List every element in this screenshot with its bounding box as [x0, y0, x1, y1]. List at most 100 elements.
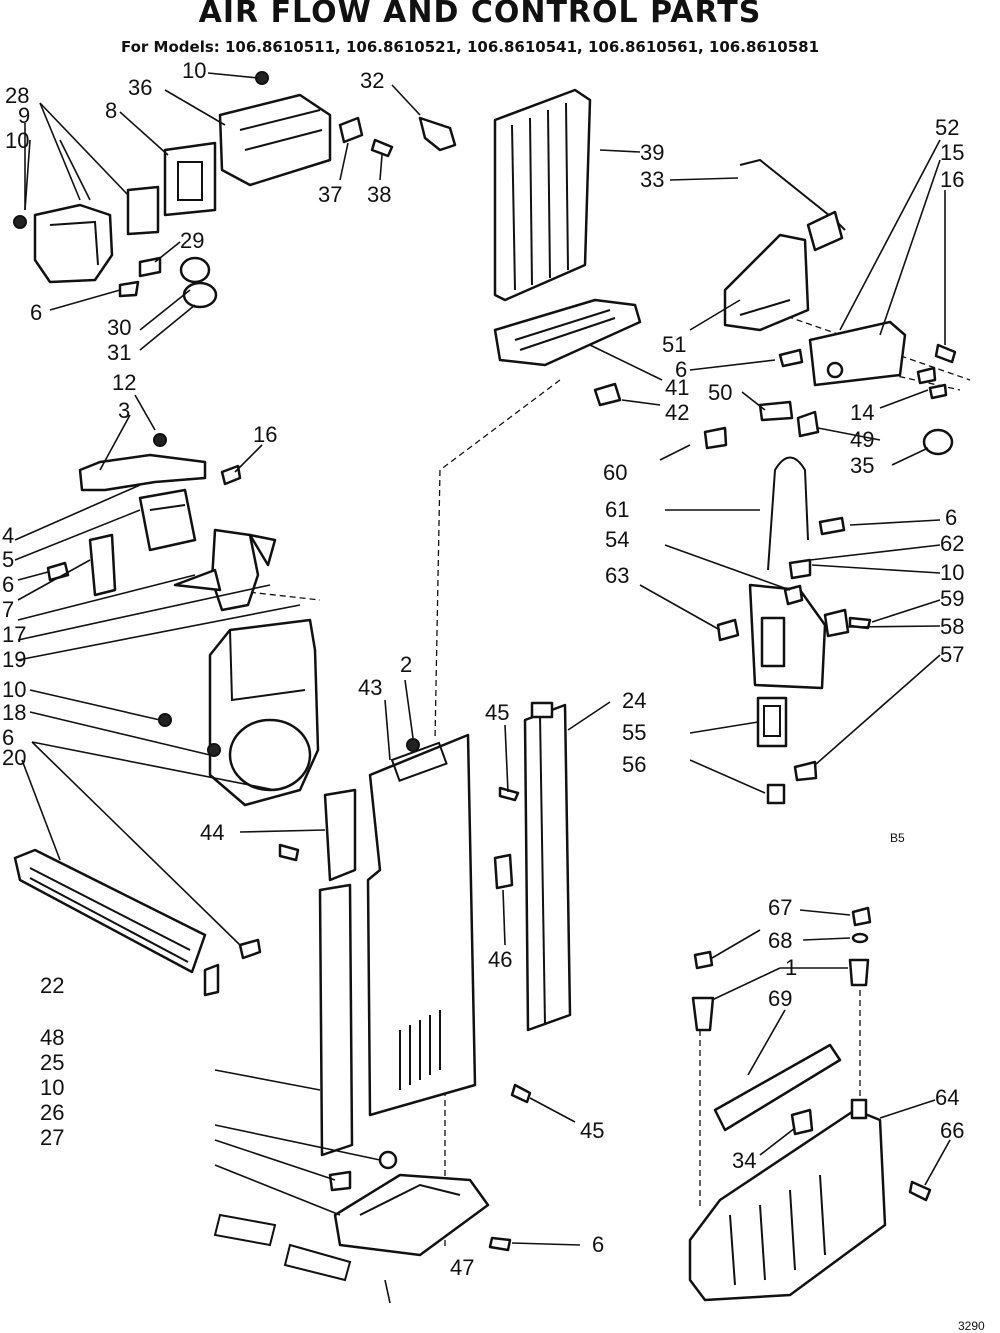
fittings-29-31 [118, 256, 218, 309]
switch-55-56 [756, 696, 818, 805]
model-list: For Models: 106.8610511, 106.8610521, 10… [121, 38, 819, 56]
callout-60: 60 [603, 460, 627, 485]
callout-38: 38 [367, 182, 391, 207]
bracket-32 [418, 116, 457, 152]
screw-38 [370, 138, 394, 158]
motor-bracket-3 [78, 433, 242, 492]
tube-61 [767, 456, 809, 571]
callout-62: 62 [940, 531, 964, 556]
callout-14: 14 [850, 400, 874, 425]
callout-labels: 28 9 10 36 10 8 32 37 38 29 6 30 31 12 3… [2, 58, 964, 1280]
callout-20: 20 [2, 745, 26, 770]
callout-35: 35 [850, 453, 874, 478]
callout-18: 18 [2, 700, 26, 725]
callout-10: 10 [2, 677, 26, 702]
callout-68: 68 [768, 928, 792, 953]
callout-7: 7 [2, 597, 14, 622]
control-housing-36 [218, 71, 332, 187]
callout-10: 10 [40, 1075, 64, 1100]
callout-5: 5 [2, 547, 14, 572]
callout-26: 26 [40, 1100, 64, 1125]
knob-37 [338, 116, 364, 144]
callout-46: 46 [488, 947, 512, 972]
rod-33 [739, 158, 846, 252]
callout-43: 43 [358, 675, 382, 700]
callout-49: 49 [850, 427, 874, 452]
callout-66: 66 [940, 1118, 964, 1143]
callout-22: 22 [40, 973, 64, 998]
callout-56: 56 [622, 752, 646, 777]
callout-4: 4 [2, 523, 14, 548]
duct-base-41 [493, 298, 642, 367]
callout-25: 25 [40, 1050, 64, 1075]
callout-51: 51 [662, 332, 686, 357]
callout-28: 28 [5, 83, 29, 108]
lamp-tube-69 [713, 1043, 842, 1132]
callout-33: 33 [640, 167, 664, 192]
divider-panel-43 [366, 733, 520, 1117]
callout-54: 54 [605, 527, 629, 552]
callout-41: 41 [665, 375, 689, 400]
callout-59: 59 [940, 586, 964, 611]
control-box-54 [716, 516, 872, 690]
thermostat-parts [703, 366, 954, 456]
callout-6: 6 [30, 300, 42, 325]
callout-44: 44 [200, 820, 224, 845]
callout-45: 45 [580, 1118, 604, 1143]
callout-32: 32 [360, 68, 384, 93]
fan-motor-5 [46, 488, 197, 597]
callout-45: 45 [485, 700, 509, 725]
diagram-title: AIR FLOW AND CONTROL PARTS [199, 0, 762, 30]
callout-12: 12 [112, 370, 136, 395]
leader-lines [14, 72, 951, 1304]
lamp-socket-64 [688, 1098, 932, 1302]
callout-34: 34 [732, 1148, 756, 1173]
channel-24 [523, 701, 572, 1032]
section-mark: B5 [890, 831, 905, 845]
lamp-hardware [691, 906, 872, 1032]
gasket-8 [126, 141, 217, 236]
callout-63: 63 [605, 563, 629, 588]
air-duct-39 [493, 88, 592, 302]
callout-6: 6 [2, 725, 14, 750]
callout-39: 39 [640, 140, 664, 165]
footer-mark: 3290 [958, 1319, 985, 1333]
callout-61: 61 [605, 497, 629, 522]
callout-16: 16 [940, 167, 964, 192]
callout-42: 42 [665, 400, 689, 425]
callout-50: 50 [708, 380, 732, 405]
callout-29: 29 [180, 228, 204, 253]
callout-19: 19 [2, 647, 26, 672]
callout-6: 6 [945, 505, 957, 530]
callout-69: 69 [768, 986, 792, 1011]
callout-31: 31 [107, 340, 131, 365]
callout-9: 9 [18, 103, 30, 128]
bracket-51 [723, 233, 810, 332]
callout-17: 17 [2, 622, 26, 647]
callout-27: 27 [40, 1125, 64, 1150]
part-42 [593, 382, 622, 407]
callout-6: 6 [592, 1232, 604, 1257]
callout-57: 57 [940, 642, 964, 667]
callout-58: 58 [940, 614, 964, 639]
grille-20 [13, 843, 300, 997]
callout-2: 2 [400, 652, 412, 677]
callout-8: 8 [105, 98, 117, 123]
callout-36: 36 [128, 75, 152, 100]
callout-47: 47 [450, 1255, 474, 1280]
callout-10: 10 [5, 128, 29, 153]
trim-44 [318, 788, 357, 1157]
callout-64: 64 [935, 1085, 959, 1110]
callout-16: 16 [253, 422, 277, 447]
callout-30: 30 [107, 315, 131, 340]
control-bracket-52 [778, 320, 957, 387]
callout-48: 48 [40, 1025, 64, 1050]
callout-37: 37 [318, 182, 342, 207]
callout-24: 24 [622, 688, 646, 713]
callout-1: 1 [785, 955, 797, 980]
callout-3: 3 [118, 398, 130, 423]
callout-67: 67 [768, 895, 792, 920]
callout-52: 52 [935, 115, 959, 140]
fan-housing-19 [158, 618, 320, 807]
